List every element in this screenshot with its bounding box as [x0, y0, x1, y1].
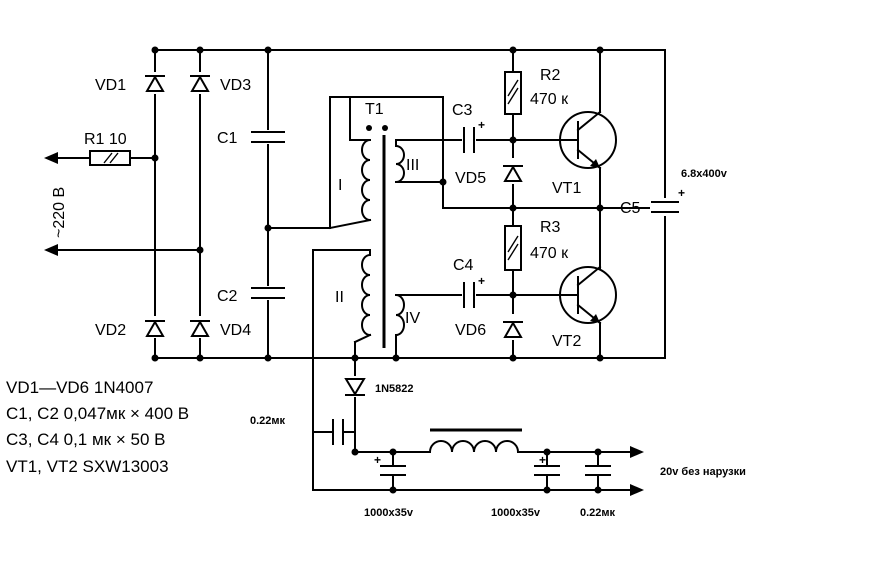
- resistor-r1: [89, 150, 131, 166]
- r1-label: R1 10: [84, 131, 127, 148]
- winding-iii-label: III: [406, 157, 419, 174]
- out-cap1-label: 1000x35v: [364, 507, 414, 519]
- out-cap3-label: 0.22мк: [580, 507, 616, 519]
- winding-ii-label: II: [335, 289, 344, 306]
- winding-i-label: I: [338, 177, 342, 194]
- resistor-r2: [504, 71, 522, 115]
- diode-vd6: [502, 314, 524, 340]
- vt2-label: VT2: [552, 333, 581, 350]
- parts-legend: VD1—VD6 1N4007 C1, C2 0,047мк × 400 В C3…: [6, 378, 189, 476]
- c3-plus: +: [478, 118, 485, 132]
- capacitor-c4: [462, 281, 476, 309]
- c1-label: C1: [217, 130, 238, 147]
- diode-vd3: [189, 72, 211, 94]
- cap-in-label: 0.22мк: [250, 415, 286, 427]
- capacitor-c1: [250, 130, 286, 144]
- diode-vd2: [144, 316, 166, 338]
- vt1-label: VT1: [552, 180, 581, 197]
- diode-vd5: [502, 158, 524, 184]
- resistor-r3: [504, 225, 522, 271]
- vd3-label: VD3: [220, 77, 251, 94]
- out-cap1-plus: +: [374, 453, 381, 467]
- r2-label: R2: [540, 67, 561, 84]
- vd2-label: VD2: [95, 322, 126, 339]
- legend-line: VT1, VT2 SXW13003: [6, 457, 169, 476]
- capacitor-c3: [462, 126, 476, 154]
- out-cap2-label: 1000x35v: [491, 507, 541, 519]
- capacitor-c5: [650, 198, 680, 216]
- legend-line: VD1—VD6 1N4007: [6, 378, 153, 397]
- capacitor-c2: [250, 286, 286, 300]
- vd1-label: VD1: [95, 77, 126, 94]
- c5-value: 6.8x400v: [681, 168, 728, 180]
- transformer-t1: [267, 96, 601, 491]
- c5-plus: +: [678, 186, 685, 200]
- t1-label: T1: [365, 101, 384, 118]
- output-label: 20v без нарузки: [660, 466, 746, 478]
- c2-label: C2: [217, 288, 238, 305]
- winding-iv-label: IV: [405, 310, 420, 327]
- mains-input: [44, 152, 201, 256]
- diode-vd4: [189, 316, 211, 338]
- r3-value: 470 к: [530, 245, 569, 262]
- junction-dots: [151, 46, 604, 494]
- diode-1n5822-label: 1N5822: [375, 383, 414, 395]
- c5-label: C5: [620, 200, 641, 217]
- r2-value: 470 к: [530, 91, 569, 108]
- vd5-label: VD5: [455, 170, 486, 187]
- legend-line: C3, C4 0,1 мк × 50 В: [6, 430, 165, 449]
- c4-label: C4: [453, 257, 474, 274]
- r3-label: R3: [540, 219, 561, 236]
- legend-line: C1, C2 0,047мк × 400 В: [6, 404, 189, 423]
- transistor-vt2: [559, 265, 617, 325]
- c3-label: C3: [452, 102, 473, 119]
- vd6-label: VD6: [455, 322, 486, 339]
- out-cap2-plus: +: [539, 453, 546, 467]
- transistor-vt1: [559, 110, 617, 170]
- output-stage: [312, 376, 644, 496]
- vd4-label: VD4: [220, 322, 251, 339]
- c4-plus: +: [478, 274, 485, 288]
- diode-vd1: [144, 72, 166, 94]
- mains-label: ~220 В: [51, 187, 68, 238]
